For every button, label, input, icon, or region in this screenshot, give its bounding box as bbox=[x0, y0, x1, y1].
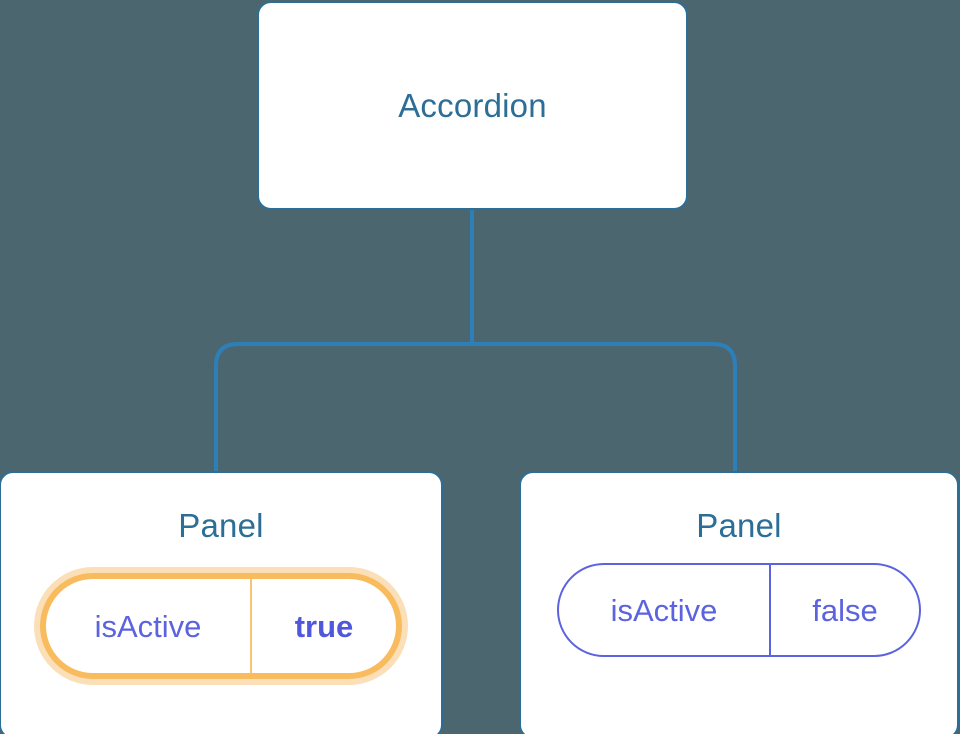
node-panel-inactive-title: Panel bbox=[696, 507, 782, 544]
node-panel-inactive[interactable]: Panel isActive false bbox=[519, 471, 959, 734]
prop-pill-inactive-wrap: isActive false bbox=[521, 563, 957, 657]
connector-branch bbox=[214, 342, 737, 471]
node-panel-active-title: Panel bbox=[178, 507, 264, 544]
prop-pill-active-wrap: isActive true bbox=[1, 567, 441, 685]
prop-key-label: isActive bbox=[46, 579, 252, 673]
prop-value-label: false bbox=[812, 592, 878, 628]
prop-key-label: isActive bbox=[559, 565, 771, 655]
node-accordion[interactable]: Accordion bbox=[257, 1, 688, 210]
node-panel-active[interactable]: Panel isActive true bbox=[0, 471, 443, 734]
prop-highlight-glow: isActive true bbox=[34, 567, 408, 685]
prop-value-label: true bbox=[294, 608, 354, 644]
node-accordion-title: Accordion bbox=[398, 86, 547, 124]
prop-pill-isactive-false[interactable]: isActive false bbox=[557, 563, 921, 657]
prop-pill-isactive-true[interactable]: isActive true bbox=[40, 573, 402, 679]
